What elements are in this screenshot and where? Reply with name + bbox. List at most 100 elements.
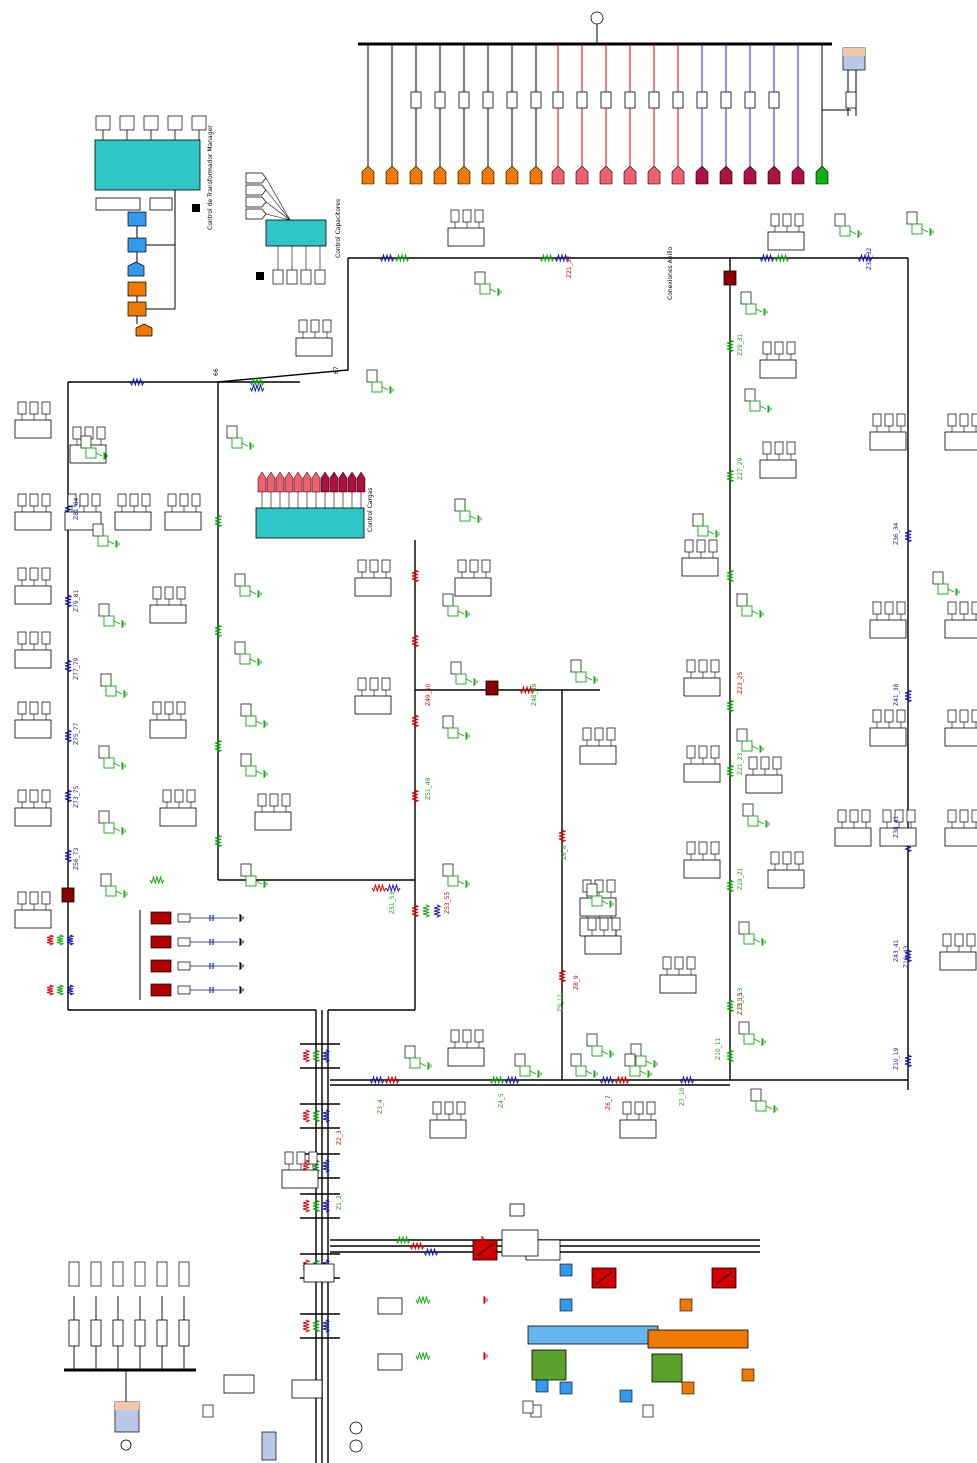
load-icon[interactable] [354, 559, 392, 597]
meter-icon[interactable] [834, 213, 857, 237]
load-icon[interactable] [354, 677, 392, 715]
load-icon[interactable] [879, 809, 917, 847]
meter-icon[interactable] [100, 873, 123, 897]
logic-block[interactable] [720, 91, 732, 109]
logic-block[interactable] [68, 1319, 80, 1347]
load-icon[interactable] [869, 413, 907, 451]
meter-icon[interactable] [454, 498, 477, 522]
meter-icon[interactable] [630, 1043, 653, 1067]
signal-port[interactable] [741, 1368, 755, 1382]
capacitor-switch[interactable] [150, 959, 172, 973]
load-icon[interactable] [659, 956, 697, 994]
load-icon[interactable] [429, 1101, 467, 1139]
load-icon[interactable] [14, 567, 52, 605]
signal-port[interactable] [623, 165, 637, 185]
logic-block[interactable] [696, 91, 708, 109]
meter-icon[interactable] [234, 641, 257, 665]
load-icon[interactable] [447, 1029, 485, 1067]
load-icon[interactable] [745, 756, 783, 794]
signal-port[interactable] [791, 165, 805, 185]
logic-block[interactable] [744, 91, 756, 109]
logic-block[interactable] [90, 1319, 102, 1347]
capacitor-control-panel[interactable] [245, 172, 327, 285]
meter-icon[interactable] [586, 883, 609, 907]
input-tag[interactable] [112, 1261, 124, 1287]
transformer-icon[interactable] [291, 1379, 323, 1399]
meter-icon[interactable] [240, 863, 263, 887]
motor-icon[interactable] [349, 1421, 363, 1435]
input-tag[interactable] [191, 115, 207, 131]
signal-port[interactable] [815, 165, 829, 185]
input-tag[interactable] [245, 184, 267, 196]
load-icon[interactable] [14, 701, 52, 739]
load-icon[interactable] [14, 493, 52, 531]
load-icon[interactable] [64, 493, 102, 531]
meter-icon[interactable] [740, 291, 763, 315]
logic-block[interactable] [410, 91, 422, 109]
signal-port[interactable] [481, 165, 495, 185]
input-tag[interactable] [119, 115, 135, 131]
meter-icon[interactable] [474, 271, 497, 295]
breaker-icon[interactable] [485, 680, 499, 696]
signal-port[interactable] [551, 165, 565, 185]
load-icon[interactable] [944, 809, 977, 847]
logic-block[interactable] [530, 91, 542, 109]
input-tag[interactable] [272, 269, 284, 285]
meter-icon[interactable] [100, 673, 123, 697]
meter-icon[interactable] [906, 211, 929, 235]
load-icon[interactable] [767, 851, 805, 889]
load-icon[interactable] [579, 727, 617, 765]
transformer-icon[interactable] [303, 1263, 335, 1283]
load-signal-port[interactable] [257, 471, 267, 493]
meter-icon[interactable] [932, 571, 955, 595]
input-tag[interactable] [90, 1261, 102, 1287]
load-icon[interactable] [14, 401, 52, 439]
meter-icon[interactable] [736, 728, 759, 752]
signal-port[interactable] [647, 165, 661, 185]
input-tag[interactable] [68, 1261, 80, 1287]
signal-port[interactable] [619, 1389, 633, 1403]
breaker-icon[interactable] [61, 887, 75, 903]
logic-block[interactable] [648, 91, 660, 109]
load-signal-port[interactable] [275, 471, 285, 493]
load-icon[interactable] [767, 213, 805, 251]
logic-block[interactable] [552, 91, 564, 109]
meter-icon[interactable] [744, 388, 767, 412]
logic-block[interactable] [156, 1319, 168, 1347]
input-tag[interactable] [286, 269, 298, 285]
load-icon[interactable] [759, 441, 797, 479]
load-icon[interactable] [159, 789, 197, 827]
meter-icon[interactable] [442, 863, 465, 887]
load-icon[interactable] [683, 659, 721, 697]
logic-block[interactable] [134, 1319, 146, 1347]
signal-port[interactable] [719, 165, 733, 185]
input-tag[interactable] [300, 269, 312, 285]
load-signal-port[interactable] [293, 471, 303, 493]
generator-icon[interactable] [531, 1349, 567, 1381]
meter-icon[interactable] [98, 745, 121, 769]
signal-port[interactable] [559, 1298, 573, 1312]
bottom-data-block[interactable] [261, 1431, 277, 1461]
load-icon[interactable] [254, 793, 292, 831]
meter-icon[interactable] [586, 1033, 609, 1057]
motor-icon[interactable] [349, 1439, 363, 1453]
meter-icon[interactable] [92, 523, 115, 547]
load-signal-port[interactable] [320, 471, 330, 493]
load-icon[interactable] [584, 917, 622, 955]
load-signal-port[interactable] [284, 471, 294, 493]
meter-icon[interactable] [226, 425, 249, 449]
load-icon[interactable] [834, 809, 872, 847]
signal-port[interactable] [681, 1381, 695, 1395]
meter-icon[interactable] [570, 659, 593, 683]
input-tag[interactable] [156, 1261, 168, 1287]
capacitor-switch[interactable] [150, 911, 172, 925]
generator-icon[interactable] [647, 1329, 749, 1349]
input-tag[interactable] [178, 1261, 190, 1287]
meter-icon[interactable] [442, 593, 465, 617]
load-icon[interactable] [14, 631, 52, 669]
meter-icon[interactable] [366, 369, 389, 393]
load-icon[interactable] [619, 1101, 657, 1139]
signal-port[interactable] [361, 165, 375, 185]
logic-block[interactable] [624, 91, 636, 109]
logic-block[interactable] [482, 91, 494, 109]
